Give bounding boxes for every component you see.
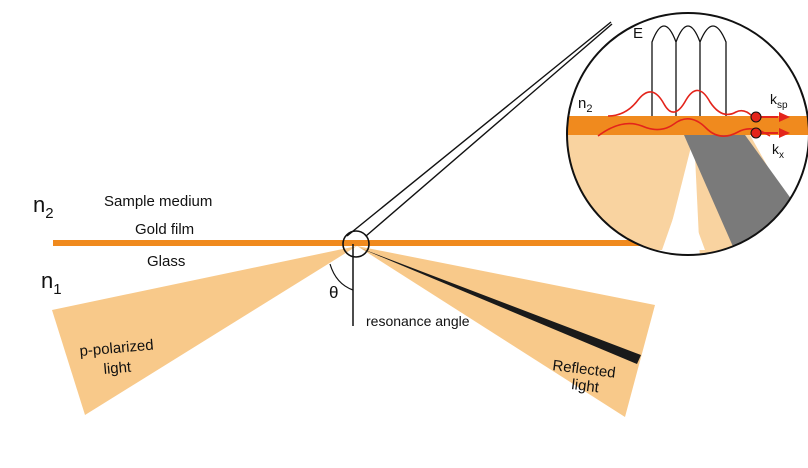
k-sp-dot (750, 111, 762, 123)
n2-label: n2 (33, 192, 54, 222)
n1-label: n1 (41, 268, 62, 298)
k-x-dot (750, 127, 762, 139)
inset-notch (662, 190, 705, 250)
surface-wave-lower (597, 118, 771, 137)
k-sp-arrow-head (779, 112, 790, 122)
incident-beam (52, 246, 357, 415)
focus-circle (342, 230, 370, 258)
reflected-dark-line (360, 248, 641, 364)
p-polarized-label-1: p-polarized (79, 337, 154, 360)
inset-e-label: E (633, 25, 643, 42)
reflected-label-2: light (571, 376, 601, 396)
k-sp-label: ksp (770, 91, 788, 111)
zoom-line-lower (365, 23, 613, 237)
sample-medium-label: Sample medium (104, 193, 212, 210)
inset-n2-label: n2 (578, 95, 592, 115)
p-polarized-label-2: light (103, 359, 133, 378)
e-field-loops (651, 25, 727, 116)
theta-label: θ (329, 283, 338, 302)
k-x-label: kx (772, 141, 784, 161)
gold-film-label: Gold film (135, 221, 194, 238)
zoom-line-upper (346, 21, 612, 237)
resonance-angle-label: resonance angle (366, 313, 470, 329)
inset-gold-layer (567, 116, 808, 135)
gold-film (53, 240, 719, 246)
k-x-arrow-head (779, 128, 790, 138)
inset-circle (566, 12, 808, 256)
reflected-beam (357, 246, 655, 417)
angle-arc (329, 263, 354, 291)
surface-wave-upper (607, 89, 753, 117)
glass-label: Glass (147, 253, 185, 270)
inset-content (567, 13, 808, 255)
